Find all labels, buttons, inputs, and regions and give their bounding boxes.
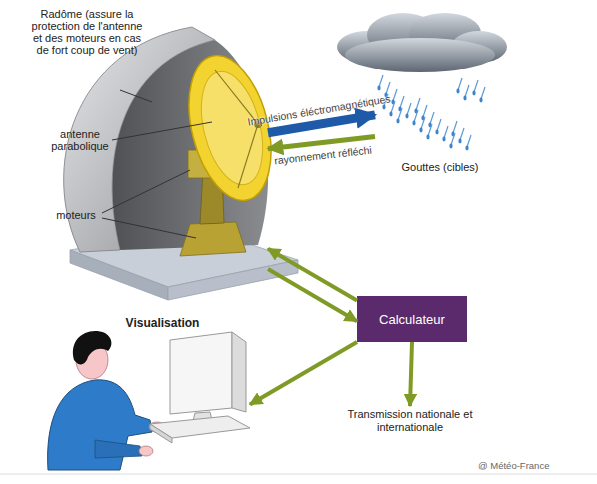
- rain-drop-head: [463, 96, 466, 101]
- rain-drop-head: [456, 89, 459, 94]
- edge-label: Impulsions éléctromagnétiques: [247, 92, 392, 128]
- flow-arrow: [268, 249, 357, 301]
- motor-base: [180, 222, 246, 256]
- rain-streak: [379, 75, 383, 87]
- part-label: moteurs: [46, 209, 106, 221]
- cloud-shape: Gouttes (cibles): [375, 25, 505, 180]
- rain-streak: [444, 126, 448, 138]
- rain-drop-head: [389, 112, 392, 117]
- rain-streak: [458, 78, 462, 90]
- rain-drop: [405, 103, 411, 118]
- rain-streak: [421, 117, 425, 129]
- rain-streak: [437, 119, 441, 131]
- person-body: [48, 380, 152, 470]
- rain-streak: [453, 121, 457, 133]
- rain-streak: [474, 80, 478, 92]
- cloud-outline: [375, 25, 505, 180]
- rain-streak: [465, 85, 469, 97]
- rain-streak: [430, 112, 434, 124]
- node-text: Gouttes (cibles): [375, 161, 505, 174]
- flow-arrow: [410, 342, 412, 406]
- platform-front: [168, 260, 298, 300]
- rain-drop-head: [426, 135, 429, 140]
- cloud-puff: [345, 38, 495, 72]
- person-arm: [95, 440, 142, 458]
- rain-drop-head: [458, 139, 461, 144]
- rain-drop-head: [396, 119, 399, 124]
- rain-streak: [407, 103, 411, 115]
- rain-drop-head: [412, 121, 415, 126]
- rain-drop: [442, 126, 448, 141]
- rain-streak: [400, 96, 404, 108]
- node-text: Calculateur: [379, 312, 445, 327]
- rain-drop: [449, 133, 455, 148]
- rain-streak: [391, 101, 395, 113]
- rain-drop-head: [449, 144, 452, 149]
- rain-drop: [426, 124, 432, 139]
- rain-drop-head: [419, 128, 422, 133]
- rain-streak: [451, 133, 455, 145]
- rain-streak: [398, 108, 402, 120]
- rain-drop: [465, 135, 471, 150]
- person-hair: [73, 331, 112, 364]
- rain-streak: [423, 105, 427, 117]
- platform-side: [70, 250, 168, 300]
- rain-streak: [481, 87, 485, 99]
- bottom-rule: [0, 474, 597, 475]
- rain-streak: [414, 110, 418, 122]
- dish-inner: [191, 65, 273, 191]
- rain-drop-head: [405, 114, 408, 119]
- rain-drop: [377, 75, 383, 90]
- rain-drop-head: [465, 146, 468, 151]
- illustration-node: Transmission nationale et internationale: [342, 406, 478, 442]
- monitor-front: [170, 332, 232, 414]
- parabolic-dish: [175, 47, 285, 209]
- person-hand: [139, 446, 153, 456]
- rain-drop-head: [442, 137, 445, 142]
- illustration-node: Visualisation: [60, 310, 250, 470]
- rain-streak: [460, 128, 464, 140]
- feed-strut: [238, 124, 258, 188]
- flow-arrow: [250, 342, 357, 404]
- rain-drop: [419, 117, 425, 132]
- rain-drop: [479, 87, 485, 102]
- watermark: @ Météo-France: [478, 460, 588, 472]
- illustration-node: Radôme (assure la protection de l'antenn…: [28, 8, 268, 298]
- rain-streak: [416, 98, 420, 110]
- rain-drop: [458, 128, 464, 143]
- rain-drop-head: [479, 98, 482, 103]
- rain-streak: [428, 124, 432, 136]
- rain-streak: [467, 135, 471, 147]
- node-text: Visualisation: [115, 316, 210, 330]
- monitor-side: [232, 332, 246, 412]
- rain-drop: [463, 85, 469, 100]
- rain-streak: [393, 89, 397, 101]
- rain-drop: [472, 80, 478, 95]
- rain-drop: [412, 110, 418, 125]
- rain-drop: [396, 108, 402, 123]
- rain-drop-head: [472, 91, 475, 96]
- rain-drop: [456, 78, 462, 93]
- rain-drop: [435, 119, 441, 134]
- process-box: Calculateur: [357, 296, 467, 342]
- leader-line: [112, 122, 212, 140]
- flow-arrow: [268, 269, 357, 321]
- node-text: Transmission nationale et internationale: [346, 408, 474, 434]
- rain-drop-head: [377, 86, 380, 91]
- leader-line: [102, 218, 196, 238]
- leader-line: [102, 170, 190, 213]
- keyboard-edge: [150, 424, 172, 443]
- rain-drop-head: [435, 130, 438, 135]
- leader-line: [120, 90, 152, 102]
- node-text: Radôme (assure la protection de l'antenn…: [28, 8, 146, 56]
- edge-label: rayonnement réfléchi: [273, 143, 372, 166]
- part-label: antenne parabolique: [44, 128, 116, 152]
